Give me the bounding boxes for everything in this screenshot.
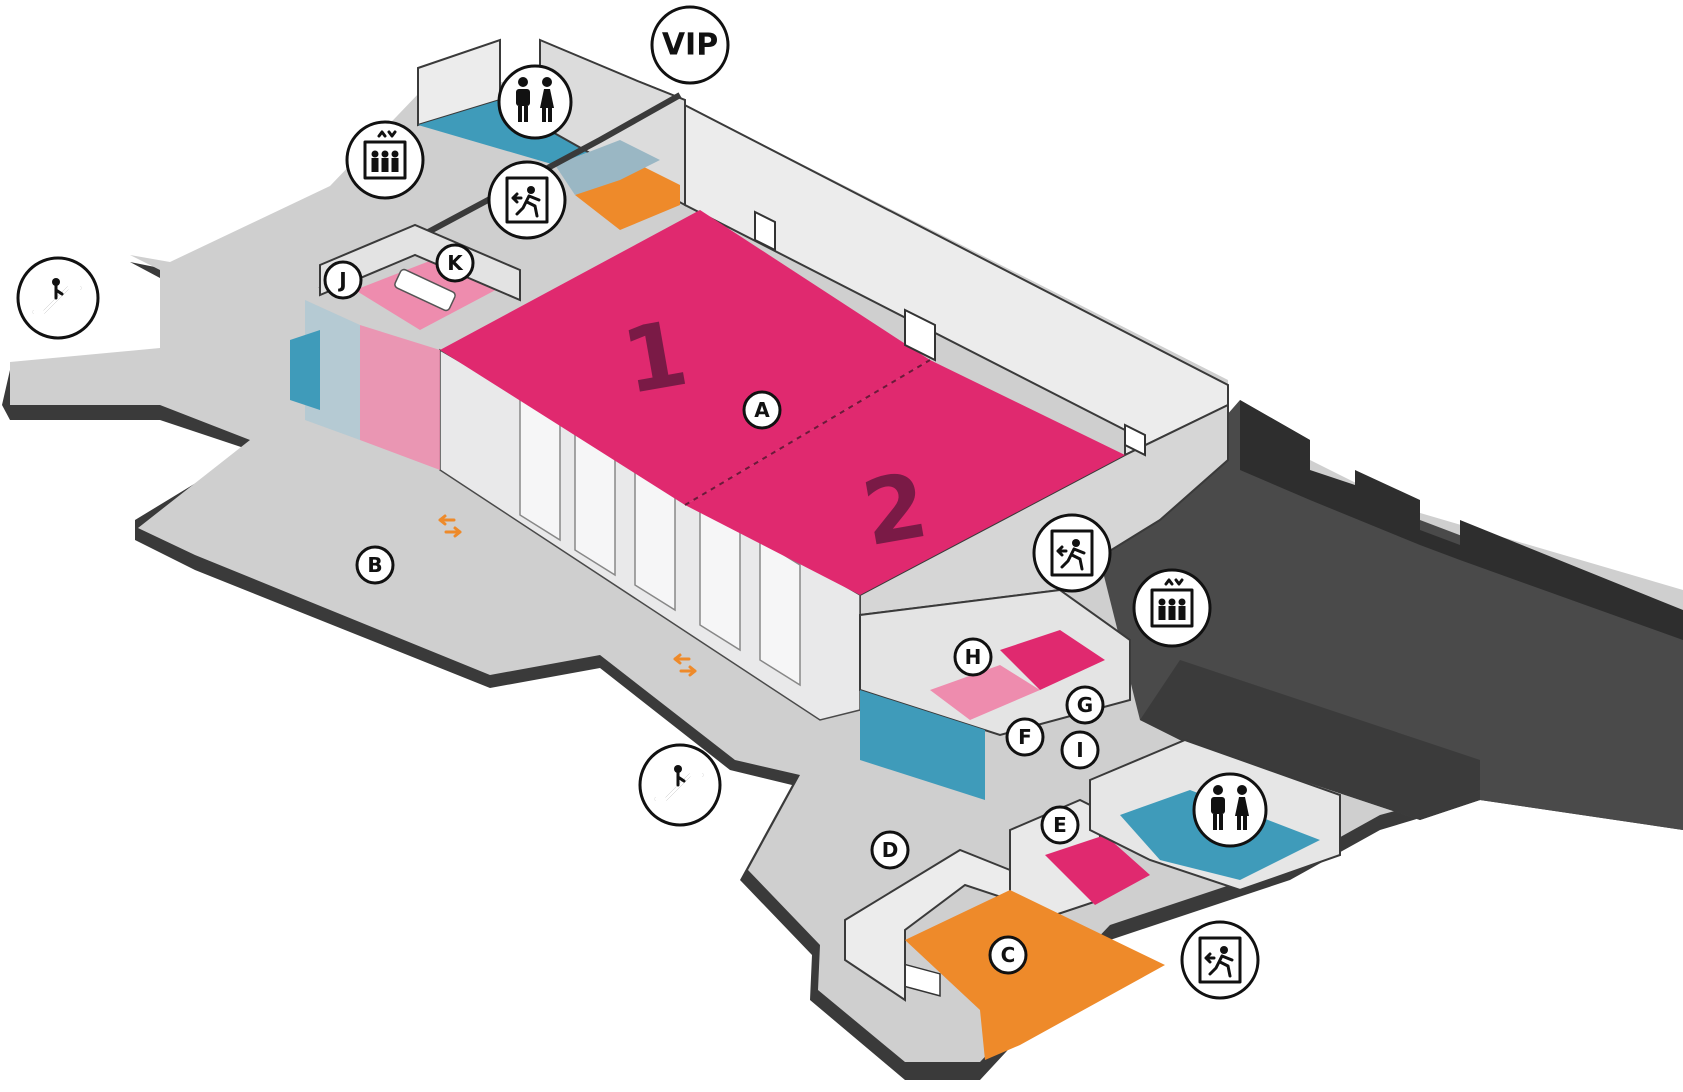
marker-f[interactable]: F [1005, 717, 1045, 757]
room-1-floor [440, 210, 930, 505]
marker-b[interactable]: B [355, 545, 395, 585]
marker-f-label: F [1018, 725, 1032, 749]
vip-label: VIP [662, 28, 718, 63]
marker-d[interactable]: D [870, 830, 910, 870]
marker-j-label: J [337, 268, 346, 292]
marker-a-label: A [754, 398, 770, 422]
marker-d-label: D [882, 838, 899, 862]
room-2-floor [685, 360, 1125, 595]
marker-h-label: H [965, 645, 982, 669]
room-c-floor [905, 890, 1165, 1060]
marker-e-label: E [1053, 813, 1067, 837]
marker-i-label: I [1076, 738, 1083, 762]
meeting-rooms-fghi [859, 588, 1131, 997]
room-h-floor [1000, 630, 1105, 690]
hall-door [904, 308, 936, 362]
marker-c[interactable]: C [988, 935, 1028, 975]
marker-e[interactable]: E [1040, 805, 1080, 845]
service-room-shadow [555, 140, 660, 195]
emergency-exit-icon-right[interactable] [1032, 513, 1112, 593]
room-divider-line [684, 359, 931, 506]
marker-k-label: K [447, 251, 464, 275]
room-k-back-wall [319, 223, 521, 302]
emergency-exit-icon-bottom[interactable] [1180, 920, 1260, 1000]
glass-room-front [360, 325, 440, 470]
marker-h[interactable]: H [953, 637, 993, 677]
blue-panel [290, 330, 320, 410]
back-of-house-block [1100, 400, 1683, 830]
escalator-icon-left[interactable] [16, 256, 100, 340]
dark-block-top [1240, 400, 1683, 640]
marker-a[interactable]: A [742, 390, 782, 430]
marker-c-label: C [1001, 943, 1016, 967]
hall-door [1124, 423, 1146, 457]
escalator-icon-bottom[interactable] [638, 743, 722, 827]
marker-g-label: G [1077, 693, 1093, 717]
room-c-wall [844, 848, 1011, 1002]
hall-door [754, 210, 776, 252]
dark-block-front [1140, 660, 1480, 820]
service-room-floor [575, 165, 680, 230]
marker-b-label: B [367, 553, 382, 577]
main-hall-structure [360, 81, 1229, 721]
marker-i[interactable]: I [1060, 730, 1100, 770]
cluster-blue-wall [860, 690, 985, 800]
elevator-icon-top[interactable] [345, 120, 425, 200]
main-hall-floor: 1 2 [440, 210, 1146, 595]
conference-table [394, 268, 456, 312]
vip-badge[interactable]: VIP [650, 5, 730, 85]
elevator-icon-right[interactable] [1132, 568, 1212, 648]
marker-k[interactable]: K [435, 243, 475, 283]
emergency-exit-icon-top[interactable] [487, 160, 567, 240]
room-g-floor [930, 665, 1040, 720]
marker-g[interactable]: G [1065, 685, 1105, 725]
marker-j[interactable]: J [323, 260, 363, 300]
restroom-icon-top[interactable] [497, 64, 573, 140]
room-e-floor [1045, 835, 1150, 905]
restroom-icon-bottom[interactable] [1192, 772, 1268, 848]
facade-panel [759, 538, 801, 687]
